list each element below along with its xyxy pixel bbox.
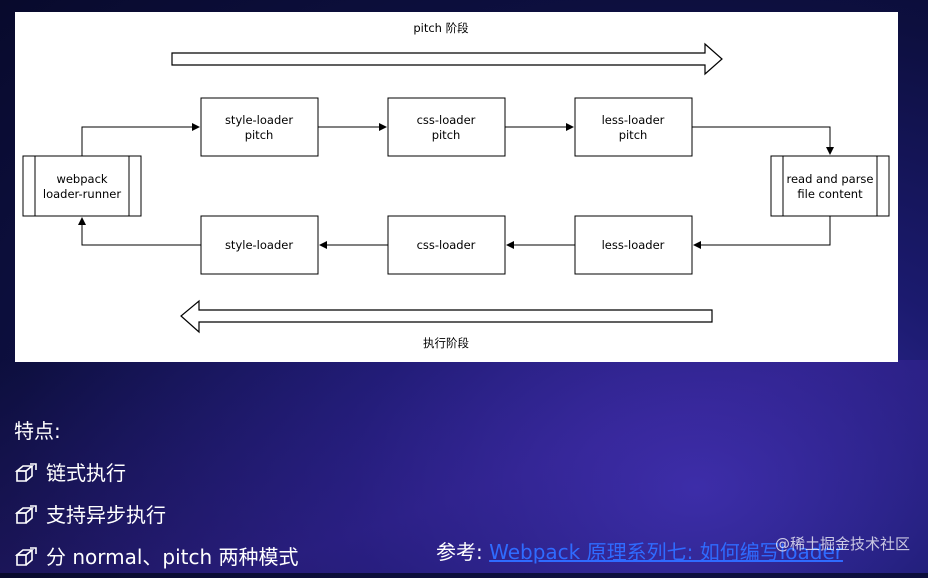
execute-direction-arrow [180, 299, 713, 334]
list-item: 分 normal、pitch 两种模式 [14, 536, 434, 578]
list-item: 链式执行 [14, 452, 434, 494]
node-label: css-loader [417, 238, 476, 252]
node-read-parse-file: read and parse file content [770, 155, 890, 217]
edge-less-pitch-to-read [692, 126, 834, 155]
node-label: less-loader [602, 238, 665, 252]
box-bullet-icon [14, 547, 37, 566]
node-less-loader: less-loader [574, 215, 693, 275]
node-style-loader-pitch: style-loader pitch [200, 97, 319, 157]
node-style-loader: style-loader [200, 215, 319, 275]
list-item: 支持异步执行 [14, 494, 434, 536]
node-label: file content [797, 187, 863, 201]
box-bullet-icon [14, 505, 37, 524]
features-list: 特点: 链式执行 支持异步执行 分 normal、pitch 两种模式 [14, 410, 434, 578]
edge-read-to-less [693, 216, 831, 249]
background-decoration [0, 360, 928, 573]
features-heading: 特点: [14, 419, 61, 443]
node-css-loader-pitch: css-loader pitch [387, 97, 506, 157]
node-label: pitch [432, 128, 461, 142]
node-less-loader-pitch: less-loader pitch [574, 97, 693, 157]
feature-text: 支持异步执行 [46, 503, 166, 527]
edge-runner-to-style-pitch [81, 123, 200, 156]
node-label: style-loader [225, 238, 293, 252]
node-label: pitch [619, 128, 648, 142]
execute-phase-label: 执行阶段 [423, 336, 469, 350]
node-label: style-loader [225, 113, 293, 127]
reference-link[interactable]: Webpack 原理系列七: 如何编写loader [489, 540, 843, 564]
reference-prefix: 参考: [436, 540, 483, 564]
pitch-direction-arrow [171, 42, 723, 76]
feature-text: 链式执行 [46, 461, 126, 485]
box-bullet-icon [14, 463, 37, 482]
node-label: less-loader [602, 113, 665, 127]
edge-style-to-runner [78, 217, 201, 246]
node-label: loader-runner [43, 187, 121, 201]
reference-line: 参考: Webpack 原理系列七: 如何编写loader [436, 536, 843, 565]
node-label: pitch [245, 128, 274, 142]
loader-flow-diagram: pitch 阶段 执行阶段 webpack loader-runner styl… [15, 12, 898, 362]
node-label: css-loader [417, 113, 476, 127]
pitch-phase-label: pitch 阶段 [413, 21, 469, 35]
feature-text: 分 normal、pitch 两种模式 [46, 545, 299, 569]
node-loader-runner: webpack loader-runner [22, 155, 142, 217]
node-label: webpack [56, 172, 107, 186]
node-label: read and parse [787, 172, 874, 186]
node-css-loader: css-loader [387, 215, 506, 275]
site-watermark: @稀土掘金技术社区 [774, 535, 910, 553]
